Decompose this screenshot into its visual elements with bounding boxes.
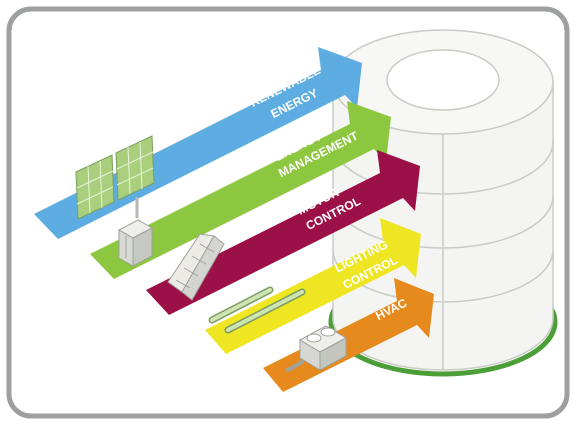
arrow-shape <box>205 218 421 354</box>
electrical-cabinet-icon <box>117 197 154 267</box>
escalator-icon <box>167 233 225 301</box>
fluorescent-tube-icon <box>208 286 306 334</box>
arrow-shape <box>146 150 420 315</box>
hvac-unit-icon <box>286 325 348 372</box>
roof-opening <box>386 49 500 111</box>
arrow-shape <box>90 101 391 279</box>
arrow-shape <box>34 47 362 239</box>
solar-panel-icon <box>75 135 155 220</box>
arrow-shape <box>263 278 434 392</box>
building <box>328 29 558 377</box>
